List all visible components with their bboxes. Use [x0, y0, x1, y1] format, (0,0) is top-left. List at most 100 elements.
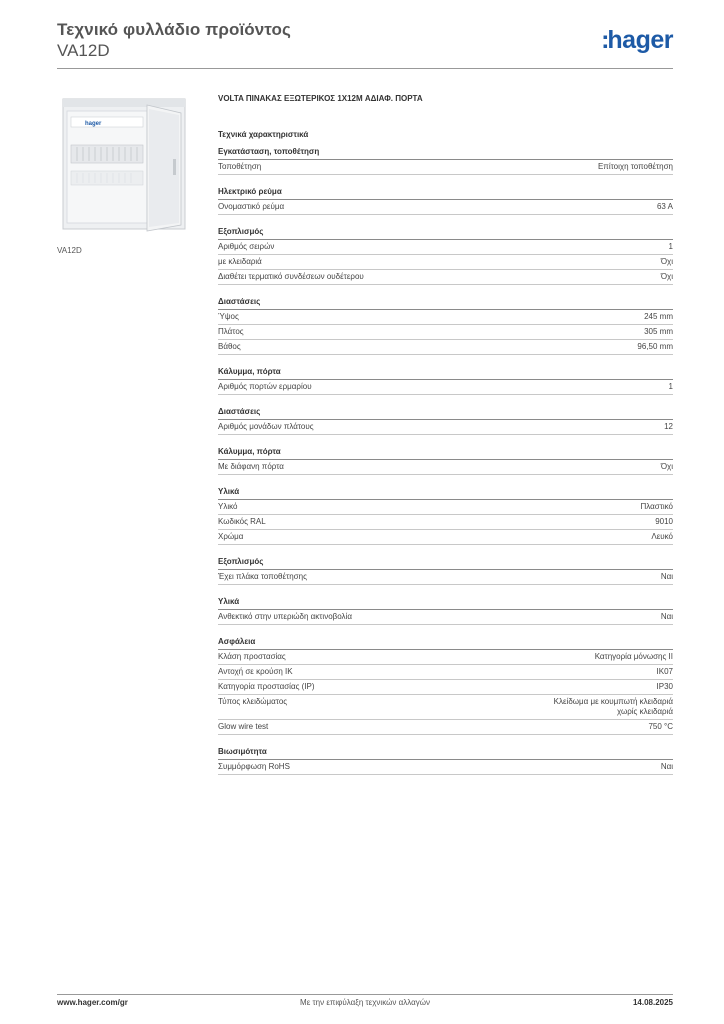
- spec-group-title: Ηλεκτρικό ρεύμα: [218, 187, 673, 200]
- image-caption: VA12D: [57, 246, 82, 255]
- spec-row: Κωδικός RAL 9010: [218, 515, 673, 530]
- spec-value-line: Όχι: [660, 462, 673, 471]
- spec-value: Όχι: [661, 272, 673, 282]
- spec-label: Glow wire test: [218, 722, 269, 731]
- spec-group-title: Εγκατάσταση, τοποθέτηση: [218, 147, 673, 160]
- spec-group-title: Διαστάσεις: [218, 297, 673, 310]
- spec-value-line: Πλαστικό: [640, 502, 673, 511]
- spec-label: Με διάφανη πόρτα: [218, 462, 284, 471]
- spec-value-line: IK07: [656, 667, 673, 676]
- spec-row: Αντοχή σε κρούση IK IK07: [218, 665, 673, 680]
- spec-group-title: Κάλυμμα, πόρτα: [218, 447, 673, 460]
- spec-label: Κατηγορία προστασίας (IP): [218, 682, 315, 691]
- spec-row: Ονομαστικό ρεύμα 63 A: [218, 200, 673, 215]
- spec-row: Κατηγορία προστασίας (IP) IP30: [218, 680, 673, 695]
- spec-row: Με διάφανη πόρτα Όχι: [218, 460, 673, 475]
- section-title: Τεχνικά χαρακτηριστικά: [218, 130, 309, 139]
- spec-value-line: Όχι: [660, 272, 673, 281]
- spec-label: Ανθεκτικό στην υπεριώδη ακτινοβολία: [218, 612, 352, 621]
- header-divider: [57, 68, 673, 69]
- spec-value: 9010: [655, 517, 673, 527]
- spec-row: Ύψος 245 mm: [218, 310, 673, 325]
- logo-colon: :: [601, 26, 609, 54]
- spec-label: Κλάση προστασίας: [218, 652, 286, 661]
- spec-value: Ναι: [661, 612, 673, 622]
- page-header: Τεχνικό φυλλάδιο προϊόντος VA12D :hager: [57, 20, 673, 61]
- footer-divider: [57, 994, 673, 995]
- spec-value: Επίτοιχη τοποθέτηση: [598, 162, 673, 172]
- spec-label: Συμμόρφωση RoHS: [218, 762, 290, 771]
- spec-label: Αντοχή σε κρούση IK: [218, 667, 293, 676]
- spec-value-line: Κλείδωμα με κουμπωτή κλειδαριά: [553, 697, 673, 706]
- spec-label: Βάθος: [218, 342, 241, 351]
- spec-value-line: 63 A: [656, 202, 673, 211]
- spec-value-line: 305 mm: [644, 327, 673, 336]
- spec-value-line: Ναι: [660, 762, 673, 771]
- document-title: Τεχνικό φυλλάδιο προϊόντος: [57, 20, 291, 39]
- spec-value-line: Λευκό: [651, 532, 673, 541]
- footer-date: 14.08.2025: [632, 998, 673, 1007]
- spec-value: Ναι: [661, 762, 673, 772]
- spec-label: Πλάτος: [218, 327, 244, 336]
- spec-value: Λευκό: [651, 532, 673, 542]
- spec-value: 63 A: [657, 202, 673, 212]
- spec-group-title: Κάλυμμα, πόρτα: [218, 367, 673, 380]
- spec-value: 1: [669, 382, 673, 392]
- spec-group-title: Υλικά: [218, 487, 673, 500]
- spec-group-title: Εξοπλισμός: [218, 557, 673, 570]
- spec-value-line: Ναι: [660, 612, 673, 621]
- spec-value: IP30: [657, 682, 673, 692]
- spec-value-line: 1: [668, 242, 673, 251]
- product-image: hager: [57, 93, 192, 238]
- spec-value-line: 1: [668, 382, 673, 391]
- spec-row: Κλάση προστασίας Κατηγορία μόνωσης II: [218, 650, 673, 665]
- spec-group-title: Ασφάλεια: [218, 637, 673, 650]
- spec-value-line: 750 °C: [648, 722, 673, 731]
- spec-group-title: Διαστάσεις: [218, 407, 673, 420]
- spec-value: 305 mm: [644, 327, 673, 337]
- spec-value: Όχι: [661, 462, 673, 472]
- spec-value-line: Όχι: [660, 257, 673, 266]
- spec-row: Ανθεκτικό στην υπεριώδη ακτινοβολία Ναι: [218, 610, 673, 625]
- spec-row: Αριθμός σειρών 1: [218, 240, 673, 255]
- spec-group-title: Εξοπλισμός: [218, 227, 673, 240]
- image-logo: hager: [85, 121, 102, 127]
- spec-value-line: IP30: [656, 682, 673, 691]
- spec-label: Ύψος: [218, 312, 239, 321]
- spec-label: Ονομαστικό ρεύμα: [218, 202, 285, 211]
- spec-label: Τύπος κλειδώματος: [218, 697, 288, 706]
- spec-group-title: Βιωσιμότητα: [218, 747, 673, 760]
- spec-value-line: Κατηγορία μόνωσης II: [594, 652, 673, 661]
- spec-value: 12: [664, 422, 673, 432]
- logo-text: hager: [607, 26, 673, 54]
- spec-value: IK07: [657, 667, 673, 677]
- product-name: VOLTA ΠΙΝΑΚΑΣ ΕΞΩΤΕΡΙΚΟΣ 1X12M ΑΔΙΑΦ. ΠΟ…: [218, 94, 423, 103]
- spec-value: 1: [669, 242, 673, 252]
- spec-label: Αριθμός μονάδων πλάτους: [218, 422, 314, 431]
- spec-row: Αριθμός μονάδων πλάτους 12: [218, 420, 673, 435]
- spec-value-line: 245 mm: [644, 312, 673, 321]
- footer-note: Με την επιφύλαξη τεχνικών αλλαγών: [300, 998, 430, 1007]
- spec-group-title: Υλικά: [218, 597, 673, 610]
- spec-value: Όχι: [661, 257, 673, 267]
- spec-value-line: 9010: [655, 517, 673, 526]
- spec-value: 750 °C: [648, 722, 673, 732]
- spec-row: Συμμόρφωση RoHS Ναι: [218, 760, 673, 775]
- spec-label: Αριθμός σειρών: [218, 242, 275, 251]
- spec-row: Πλάτος 305 mm: [218, 325, 673, 340]
- spec-value-line: Ναι: [660, 572, 673, 581]
- spec-row: Τύπος κλειδώματος Κλείδωμα με κουμπωτή κλ…: [218, 695, 673, 720]
- spec-value: 245 mm: [644, 312, 673, 322]
- spec-label: Κωδικός RAL: [218, 517, 266, 526]
- spec-row: Glow wire test 750 °C: [218, 720, 673, 735]
- spec-value-line: χωρίς κλειδαριά: [616, 707, 673, 716]
- spec-label: Αριθμός πορτών ερμαρίου: [218, 382, 312, 391]
